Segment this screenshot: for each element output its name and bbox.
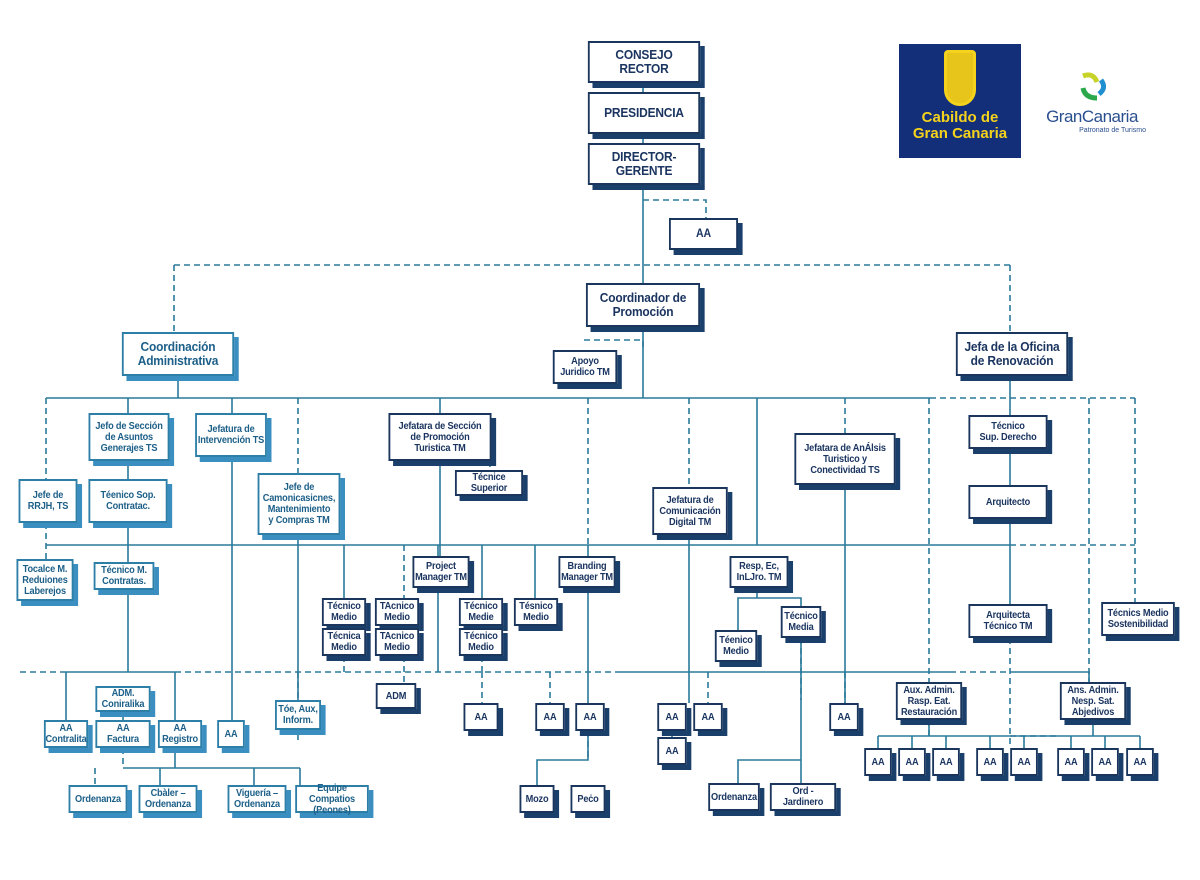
- aa-box: AA: [463, 703, 499, 731]
- aa-box: AA: [829, 703, 859, 731]
- arquitecta-tecnico-box: Arquitecta Técnico TM: [968, 604, 1048, 638]
- equipe-compatios-box: Equipe Compatios (Peones): [295, 783, 369, 816]
- coordinador-promocion-box: Coordinador de Promoción: [585, 283, 701, 327]
- project-manager-box: Project Manager TM: [412, 556, 470, 588]
- apoyo-juridico-box: Apoyo Juridico TM: [552, 350, 618, 384]
- aa-box: AA: [693, 703, 723, 731]
- tecnico-media-box: Técnico Media: [780, 606, 822, 638]
- vigueria-ordenanza-box: Viguería – Ordenanza: [227, 785, 287, 813]
- tecnico-medio-box: Técnico Medio: [458, 628, 504, 656]
- jefe-rrjh-box: Jefe de RRJH, TS: [18, 479, 78, 523]
- aa-box: AA: [1057, 748, 1085, 776]
- tacnico-medio-box: TAcnico Medio: [374, 598, 420, 626]
- aa-director-box: AA: [669, 218, 738, 250]
- grancanaria-text: GranCanaria: [1046, 107, 1138, 126]
- jefatura-intervencion-box: Jefatura de Intervención TS: [195, 413, 267, 457]
- presidencia-box: PRESIDENCIA: [587, 92, 701, 134]
- ord-jardinero-box: Ord - Jardinero: [769, 783, 837, 811]
- jefatara-promocion-box: Jefatara de Sección de Promoción Turisti…: [388, 413, 492, 461]
- tecnico-m-contratas-box: Técnico M. Contratas.: [93, 562, 155, 590]
- arquitecto-box: Arquitecto: [968, 485, 1048, 519]
- ordenanza-box: Ordenanza: [68, 785, 128, 813]
- tecnico-sop-box: Téenico Sop. Contratac.: [88, 479, 168, 523]
- aa-box: AA: [864, 748, 892, 776]
- cabildo-logo: Cabildo de Gran Canaria: [899, 44, 1021, 158]
- teenico-medio-box: Téenico Medio: [714, 630, 758, 662]
- ordenanza-box: Ordenanza: [708, 783, 760, 811]
- jefa-oficina-renovacion-box: Jefa de la Oficina de Renovación: [955, 332, 1069, 376]
- aa-box: AA: [976, 748, 1004, 776]
- aa-factura-box: AA Factura: [95, 720, 151, 748]
- cabildo-logo-text: Cabildo de Gran Canaria: [912, 109, 1008, 142]
- tecnica-medio-box: Técnica Medio: [321, 628, 367, 656]
- patronato-text: Patronato de Turismo: [1079, 127, 1146, 134]
- adm-coniralika-box: ADM. Coniralika: [95, 686, 151, 712]
- jefatara-analisis-box: Jefatara de AnÁlsis Turistico y Conectiv…: [794, 433, 896, 485]
- adm-box: ADM: [375, 683, 417, 709]
- pinwheel-icon: [1080, 72, 1107, 101]
- aa-box: AA: [535, 703, 565, 731]
- aa-box: AA: [932, 748, 960, 776]
- aa-box: AA: [1126, 748, 1154, 776]
- aa-box: AA: [217, 720, 245, 748]
- tecnico-medio-box: Técnico Medio: [321, 598, 367, 626]
- tecnico-sup-derecho-box: Técnico Sup. Derecho: [968, 415, 1048, 449]
- resp-ec-box: Resp, Ec, InLJro. TM: [729, 556, 789, 588]
- jefo-seccion-asuntos-box: Jefo de Sección de Asuntos Generajes TS: [88, 413, 170, 461]
- jefe-comunicaciones-box: Jefe de Camonicasicnes, Mantenimiento y …: [257, 473, 341, 535]
- jefatura-comunicacion-digital-box: Jefatura de Comunicación Digital TM: [652, 487, 728, 535]
- aa-box: AA: [657, 703, 687, 731]
- aa-box: AA: [1091, 748, 1119, 776]
- tocalce-box: Tocalce M. Reduiones Laberejos: [16, 559, 74, 601]
- tacnico-medio-box: TAcnico Medio: [374, 628, 420, 656]
- aa-registro-box: AA Registro: [157, 720, 203, 748]
- consejo-rector-box: CONSEJO RECTOR: [587, 41, 701, 83]
- aa-box: AA: [898, 748, 926, 776]
- grancanaria-logo: GranCanaria Patronato de Turismo: [1034, 72, 1150, 134]
- tesnico-medio-box: Tésnico Medio: [513, 598, 559, 626]
- branding-manager-box: Branding Manager TM: [558, 556, 616, 588]
- ans-admin-objetivos-box: Ans. Admin. Nesp. Sat. Abjedivos: [1059, 682, 1127, 720]
- director-gerente-box: DIRECTOR-GERENTE: [587, 143, 701, 185]
- aux-admin-restauracion-box: Aux. Admin. Rasp. Eat. Restauración: [895, 682, 963, 720]
- tecnico-medie-box: Técnico Medie: [458, 598, 504, 626]
- tee-aux-inform-box: Tóe, Aux, Inform.: [275, 700, 321, 730]
- cbaler-ordenanza-box: Cbàler – Ordenanza: [138, 785, 198, 813]
- coordinacion-administrativa-box: Coordinación Administrativa: [121, 332, 235, 376]
- crest-icon: [944, 50, 976, 106]
- aa-box: AA: [575, 703, 605, 731]
- tecnics-medio-sostenibilidad-box: Técnics Medio Sostenibilidad: [1101, 602, 1175, 636]
- peco-box: Peċo: [570, 785, 606, 813]
- aa-contralita-box: AA Contralita: [43, 720, 89, 748]
- aa-box: AA: [1010, 748, 1038, 776]
- tecnice-superior-box: Técnice Superior: [454, 470, 524, 496]
- mozo-box: Mozo: [519, 785, 555, 813]
- aa-box: AA: [657, 737, 687, 765]
